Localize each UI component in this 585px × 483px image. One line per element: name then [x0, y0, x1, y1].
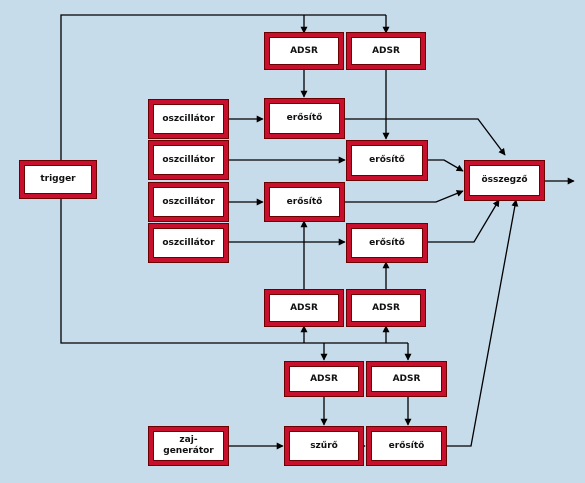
adsr-label: ADSR [290, 45, 318, 56]
adsr-block-2: ADSR [347, 33, 425, 69]
amplifier-block-4: erősítő [347, 224, 427, 262]
adsr-label: ADSR [392, 373, 421, 384]
adsr-block-4: ADSR [347, 290, 425, 326]
amp-4-to-mixer [427, 199, 500, 243]
noise-generator-block: zaj- generátor [149, 427, 228, 465]
amplifier-label: erősítő [369, 155, 405, 165]
adsr-block-3: ADSR [265, 290, 343, 326]
adsr-label: ADSR [310, 373, 338, 384]
oscillator-block-1: oszcillátor [149, 100, 228, 138]
amp-5-to-mixer [446, 199, 519, 447]
adsr-label: ADSR [290, 302, 318, 313]
amplifier-block-1: erősítő [265, 99, 344, 138]
filter-label: szűrő [310, 440, 338, 451]
oscillator-label: oszcillátor [162, 237, 215, 248]
oscillator-block-3: oszcillátor [149, 183, 228, 221]
amplifier-label: erősítő [369, 237, 405, 248]
adsr-block-6: ADSR [367, 362, 446, 396]
amplifier-block-5: erősítő [367, 427, 446, 465]
oscillator-label: oszcillátor [162, 196, 215, 207]
adsr-block-5: ADSR [285, 362, 363, 396]
oscillator-block-2: oszcillátor [149, 141, 228, 179]
oscillator-block-4: oszcillátor [149, 224, 228, 262]
mixer-label: összegző [481, 175, 528, 185]
trigger-bus-bottom [60, 198, 408, 344]
amplifier-block-2: erősítő [347, 141, 427, 180]
amp-2-to-mixer [427, 159, 464, 172]
noise-generator-label: zaj- generátor [163, 435, 214, 456]
amplifier-block-3: erősítő [265, 183, 344, 221]
amp-3-to-mixer [344, 190, 464, 203]
trigger-bus-top [60, 14, 386, 161]
oscillator-label: oszcillátor [162, 113, 215, 124]
oscillator-label: oszcillátor [162, 154, 215, 165]
amplifier-label: erősítő [286, 196, 323, 207]
trigger-block: trigger [20, 161, 96, 198]
adsr-label: ADSR [372, 302, 400, 313]
trigger-label: trigger [40, 174, 76, 184]
mixer-block: összegző [465, 161, 544, 200]
adsr-label: ADSR [372, 45, 400, 56]
amplifier-label: erősítő [388, 440, 425, 451]
filter-block: szűrő [285, 427, 363, 465]
adsr-block-1: ADSR [265, 33, 343, 69]
amp-1-to-mixer [344, 118, 506, 156]
amplifier-label: erősítő [286, 113, 323, 123]
